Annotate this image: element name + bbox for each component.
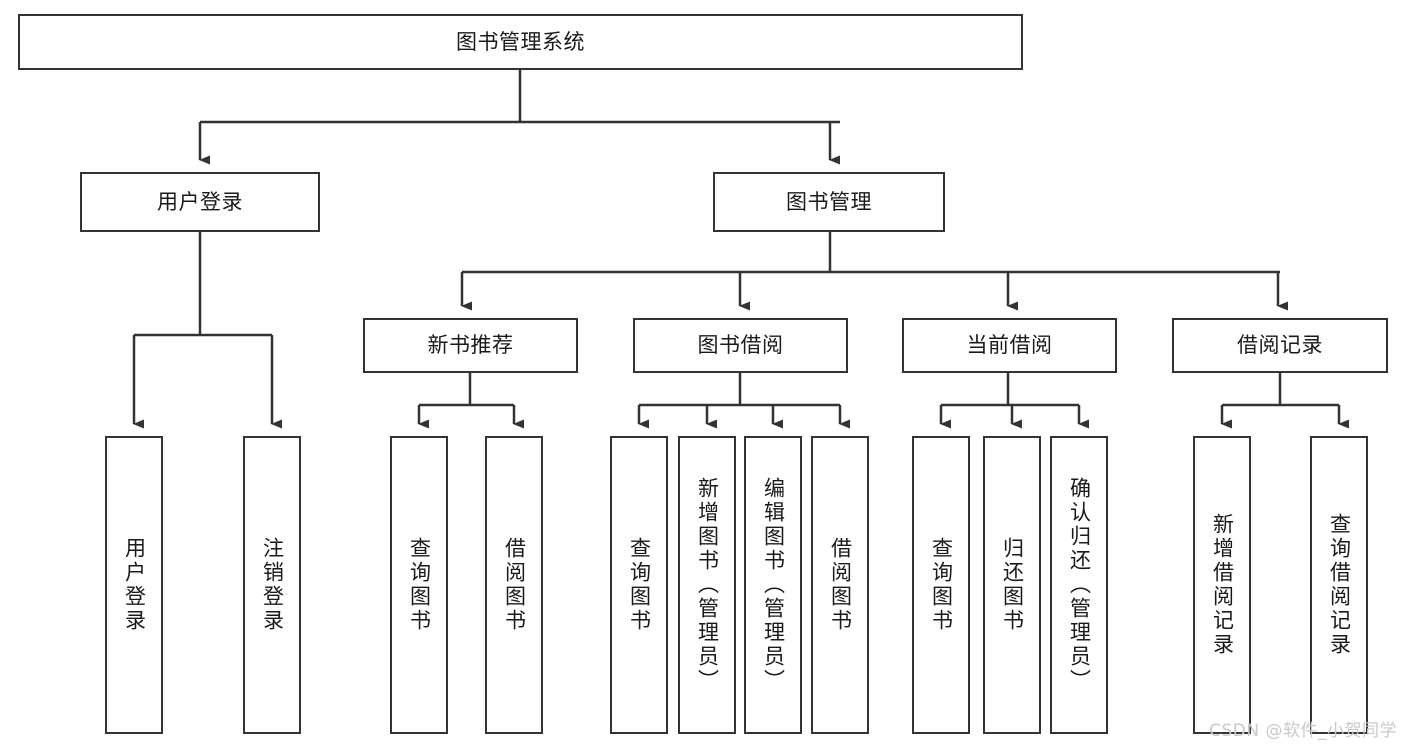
node-borrow-records[interactable]: 借阅记录 (1172, 318, 1388, 373)
leaf-query-borrow-record[interactable]: 查询借阅记录 (1310, 436, 1368, 734)
leaf-logout[interactable]: 注销登录 (243, 436, 301, 734)
leaf-logout-label: 注销登录 (260, 537, 285, 633)
node-current-borrow-label: 当前借阅 (966, 333, 1053, 358)
leaf-new-borrow-book-label: 借阅图书 (502, 537, 527, 633)
node-root[interactable]: 图书管理系统 (18, 14, 1023, 70)
node-borrow-records-label: 借阅记录 (1237, 333, 1323, 358)
node-book-borrow-label: 图书借阅 (697, 333, 784, 358)
leaf-edit-book-admin[interactable]: 编辑图书（管理员） (744, 436, 802, 734)
leaf-current-query-book-label: 查询图书 (929, 537, 954, 633)
leaf-confirm-return-admin-label: 确认归还（管理员） (1067, 477, 1092, 693)
node-user-login[interactable]: 用户登录 (80, 172, 320, 232)
leaf-add-borrow-record-label: 新增借阅记录 (1210, 513, 1235, 657)
leaf-borrow-query-book[interactable]: 查询图书 (610, 436, 668, 734)
leaf-add-book-admin-label: 新增图书（管理员） (695, 477, 720, 693)
node-user-login-label: 用户登录 (157, 189, 243, 214)
leaf-query-borrow-record-label: 查询借阅记录 (1327, 513, 1352, 657)
leaf-add-borrow-record[interactable]: 新增借阅记录 (1193, 436, 1251, 734)
leaf-current-query-book[interactable]: 查询图书 (912, 436, 970, 734)
leaf-user-login[interactable]: 用户登录 (105, 436, 163, 734)
leaf-new-query-book-label: 查询图书 (407, 537, 432, 633)
leaf-return-book[interactable]: 归还图书 (983, 436, 1041, 734)
leaf-user-login-label: 用户登录 (122, 537, 147, 633)
node-new-book-recommend-label: 新书推荐 (427, 333, 514, 358)
csdn-watermark: CSDN @软件_小贺同学 (1209, 721, 1397, 741)
leaf-confirm-return-admin[interactable]: 确认归还（管理员） (1050, 436, 1108, 734)
leaf-edit-book-admin-label: 编辑图书（管理员） (761, 477, 786, 693)
node-root-label: 图书管理系统 (456, 29, 585, 54)
leaf-borrow-book[interactable]: 借阅图书 (811, 436, 869, 734)
node-book-management[interactable]: 图书管理 (713, 172, 945, 232)
node-new-book-recommend[interactable]: 新书推荐 (363, 318, 578, 373)
leaf-new-borrow-book[interactable]: 借阅图书 (485, 436, 543, 734)
leaf-borrow-query-book-label: 查询图书 (627, 537, 652, 633)
leaf-borrow-book-label: 借阅图书 (828, 537, 853, 633)
node-current-borrow[interactable]: 当前借阅 (902, 318, 1117, 373)
node-book-borrow[interactable]: 图书借阅 (633, 318, 848, 373)
leaf-add-book-admin[interactable]: 新增图书（管理员） (678, 436, 736, 734)
node-book-management-label: 图书管理 (786, 189, 872, 214)
leaf-new-query-book[interactable]: 查询图书 (390, 436, 448, 734)
leaf-return-book-label: 归还图书 (1000, 537, 1025, 633)
